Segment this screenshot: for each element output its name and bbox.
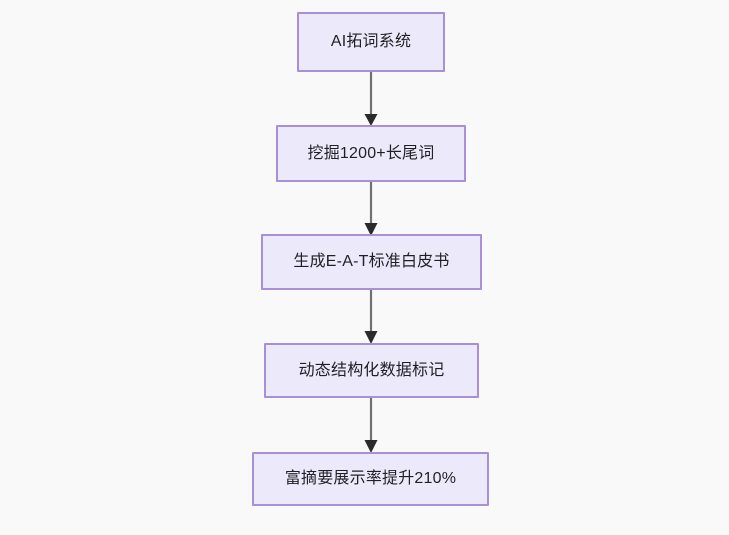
edge-n1-n2 bbox=[364, 72, 378, 126]
edge-n3-n4 bbox=[364, 290, 378, 344]
flow-node-label: 生成E-A-T标准白皮书 bbox=[293, 253, 450, 271]
flow-node-label: AI拓词系统 bbox=[330, 33, 412, 51]
flow-node-rich-snippet-rate-increase[interactable]: 富摘要展示率提升210% bbox=[252, 452, 489, 506]
flow-node-dynamic-structured-data-markup[interactable]: 动态结构化数据标记 bbox=[264, 343, 479, 398]
flow-node-label: 挖掘1200+长尾词 bbox=[307, 144, 435, 162]
flow-node-label: 富摘要展示率提升210% bbox=[284, 470, 457, 488]
flow-node-mine-longtail-keywords[interactable]: 挖掘1200+长尾词 bbox=[276, 125, 466, 182]
flow-node-generate-eat-whitepaper[interactable]: 生成E-A-T标准白皮书 bbox=[261, 234, 482, 290]
flow-node-label: 动态结构化数据标记 bbox=[298, 361, 445, 379]
edge-n4-n5 bbox=[364, 398, 378, 453]
edge-n2-n3 bbox=[364, 182, 378, 236]
flow-node-ai-keyword-system[interactable]: AI拓词系统 bbox=[297, 12, 445, 72]
